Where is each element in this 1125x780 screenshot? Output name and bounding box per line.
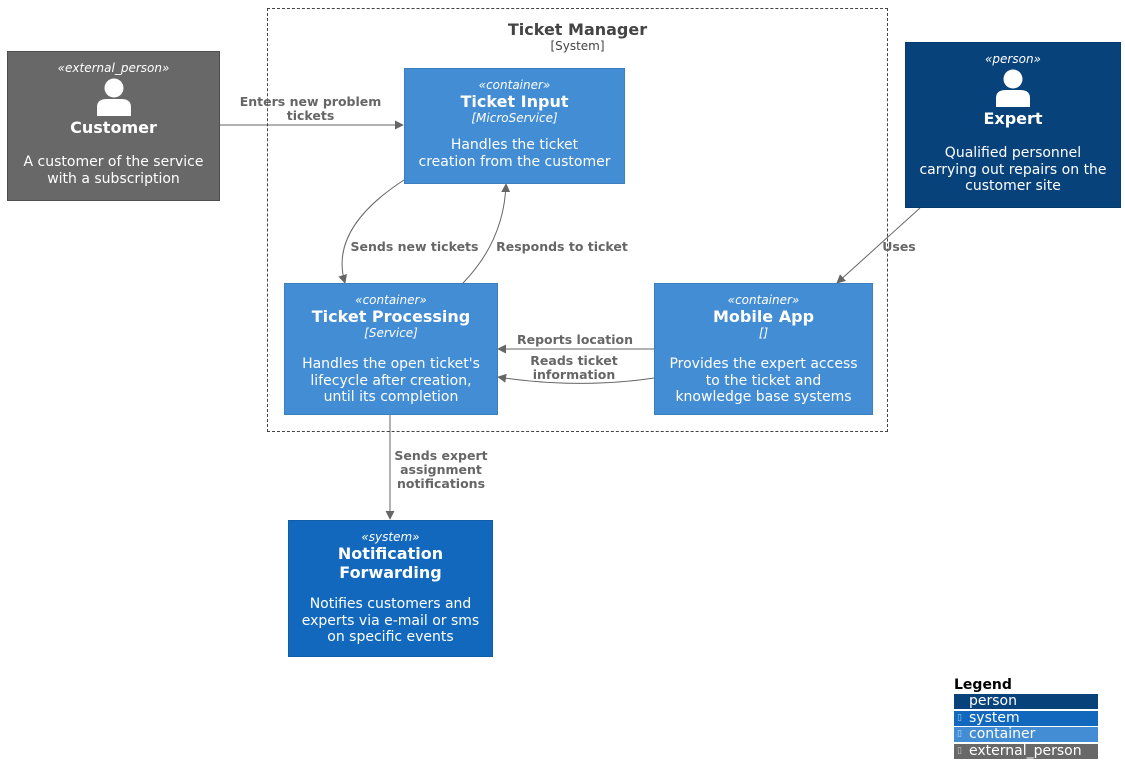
legend-item-label: external_person: [969, 742, 1082, 759]
legend-item-external-person: ▯ external_person: [954, 742, 1098, 759]
node-description: Notifies customers and experts via e-mai…: [301, 596, 480, 645]
edge-label-reads: Reads ticket information: [530, 353, 618, 382]
node-stereotype: «external_person»: [57, 61, 170, 75]
boundary-type: [System]: [550, 39, 605, 53]
legend-swatch-icon: ▯: [957, 745, 962, 756]
edge-label-sends-expert: Sends expert assignment notifications: [394, 448, 488, 491]
node-description: A customer of the service with a subscri…: [23, 154, 204, 187]
node-description: Handles the open ticket's lifecycle afte…: [302, 356, 480, 405]
legend-swatch-icon: ▯: [957, 729, 962, 739]
node-mobile-app[interactable]: «container» Mobile App [] Provides the e…: [654, 283, 873, 415]
person-icon: [96, 78, 131, 116]
edge-responds-to-ticket: [462, 183, 511, 284]
node-stereotype: «container»: [355, 293, 427, 307]
legend: Legend person ▯ system ▯ container ▯ ext…: [954, 677, 1098, 760]
node-description: Handles the ticket creation from the cus…: [418, 137, 611, 170]
legend-title: Legend: [954, 677, 1012, 693]
node-technology: [Service]: [364, 326, 418, 340]
node-technology: []: [758, 326, 769, 340]
legend-swatch-icon: ▯: [957, 712, 962, 723]
edge-uses: [836, 207, 921, 284]
edge-label-reports: Reports location: [516, 332, 634, 347]
edge-reads-ticket-information: [497, 373, 655, 385]
legend-item-system: ▯ system: [954, 709, 1098, 726]
system-boundary-ticket-manager: Ticket Manager [System]: [267, 8, 888, 432]
node-technology: [MicroService]: [471, 111, 558, 125]
node-description: Provides the expert access to the ticket…: [669, 356, 858, 405]
legend-item-container: ▯ container: [954, 727, 1098, 742]
legend-item-label: container: [969, 726, 1036, 742]
node-customer[interactable]: «external_person» Customer A customer of…: [7, 51, 220, 201]
node-title: Ticket Processing: [311, 307, 471, 326]
node-title: Expert: [983, 109, 1043, 128]
node-description: Qualified personnel carrying out repairs…: [919, 145, 1107, 194]
node-notification-forwarding[interactable]: «system» Notification Forwarding Notifie…: [288, 520, 493, 657]
node-stereotype: «container»: [727, 293, 800, 307]
node-stereotype: «system»: [361, 530, 420, 544]
person-icon: [996, 69, 1030, 107]
node-ticket-input[interactable]: «container» Ticket Input [MicroService] …: [404, 68, 625, 184]
node-title: Customer: [70, 118, 157, 137]
edge-sends-new-tickets: [338, 179, 405, 284]
node-stereotype: «person»: [985, 52, 1041, 66]
node-title: Ticket Input: [460, 92, 569, 111]
boundary-title: Ticket Manager: [507, 20, 648, 39]
legend-item-label: system: [969, 709, 1020, 726]
legend-item-person: person: [954, 694, 1098, 709]
node-ticket-processing[interactable]: «container» Ticket Processing [Service] …: [284, 283, 498, 415]
edge-label-enters: Enters new problem tickets: [239, 94, 382, 123]
edge-label-uses: Uses: [882, 239, 916, 254]
node-title: Mobile App: [712, 307, 815, 326]
node-title: Notification Forwarding: [337, 544, 444, 582]
legend-item-label: person: [969, 693, 1017, 709]
node-expert[interactable]: «person» Expert Qualified personnel carr…: [905, 42, 1121, 208]
edge-label-sends-new: Sends new tickets: [350, 239, 479, 254]
node-stereotype: «container»: [478, 78, 551, 92]
edge-label-responds: Responds to ticket: [496, 239, 628, 254]
